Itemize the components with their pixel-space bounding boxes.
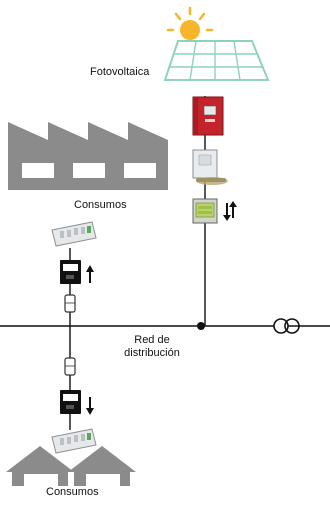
distribution-board-icon <box>51 428 97 454</box>
transformer-icon <box>273 318 300 334</box>
houses-icon <box>6 446 136 486</box>
pv-label: Fotovoltaica <box>90 66 150 78</box>
pv-meter-icon <box>192 198 218 224</box>
bidirectional-arrows-icon <box>223 201 237 221</box>
energy-meter-icon <box>60 260 81 284</box>
distribution-board-icon <box>51 221 97 247</box>
junction-node-icon <box>197 322 205 330</box>
sun-icon <box>166 6 214 40</box>
inverter-icon <box>192 96 224 136</box>
grid-label: Red de distribución <box>124 334 180 359</box>
factory-icon <box>8 122 168 190</box>
consumos-bottom-label: Consumos <box>46 486 99 498</box>
solar-panel-icon <box>163 40 270 81</box>
arrow-up-icon <box>86 265 94 283</box>
consumos-top-label: Consumos <box>74 199 127 211</box>
arrow-down-icon <box>86 397 94 415</box>
fuse-icon <box>64 294 76 313</box>
switch-box-icon <box>192 149 228 185</box>
energy-meter-icon <box>60 390 81 414</box>
fuse-icon <box>64 357 76 376</box>
